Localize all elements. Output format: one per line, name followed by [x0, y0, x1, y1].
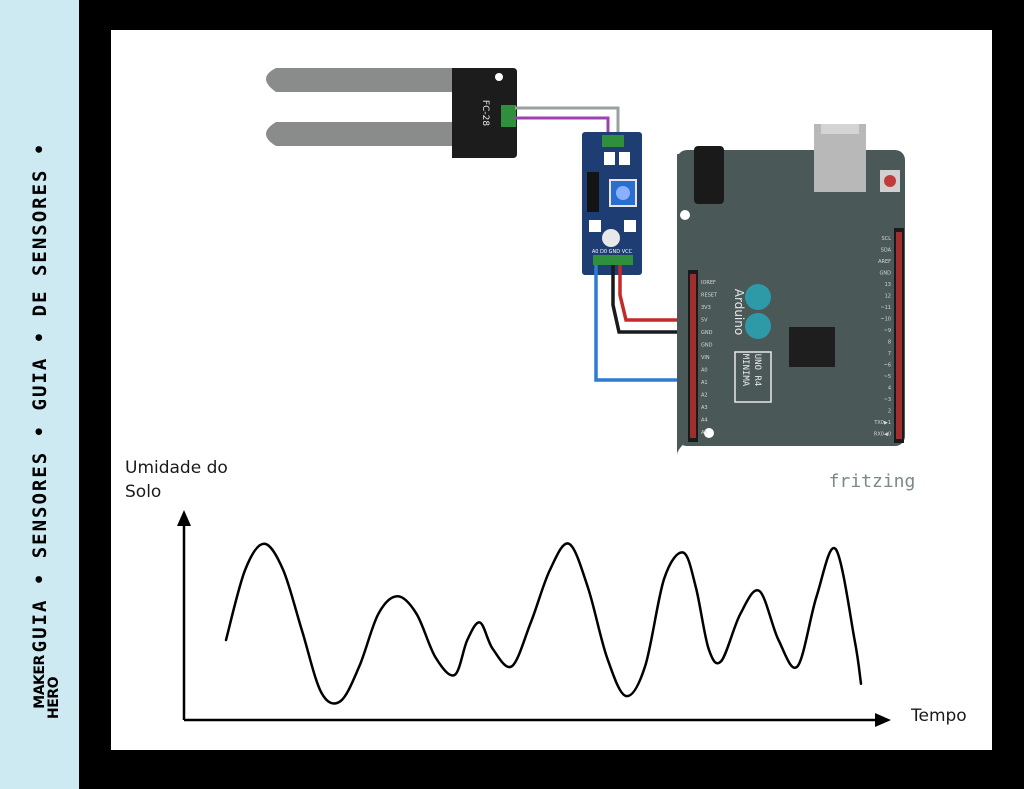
wire-black-gnd — [611, 265, 683, 334]
board-pin-label-right: ~3 — [884, 397, 891, 403]
left-header-pins — [690, 274, 696, 438]
probe-head — [452, 68, 517, 158]
board-pin-label-right: SCL — [882, 236, 892, 242]
board-pin-label-left: 5V — [701, 318, 708, 324]
mount-hole-2 — [704, 428, 714, 438]
probe-prong-top — [266, 68, 456, 92]
board-pin-label-right: 13 — [885, 282, 891, 288]
board-pin-label-right: ~5 — [884, 374, 891, 380]
moisture-series-line — [224, 542, 863, 705]
board-pin-label-left: GND — [701, 343, 713, 349]
board-brand: Arduino — [732, 289, 746, 335]
usb-connector — [814, 124, 866, 192]
board-pin-label-right: 4 — [888, 386, 891, 392]
module-pin-labels: A0 D0 GND VCC — [592, 249, 633, 255]
sidebar: GUIA • SENSORES • GUIA • DE SENSORES • M… — [0, 0, 79, 789]
module-led — [602, 229, 620, 247]
board-pin-label-right: GND — [880, 271, 892, 277]
arduino-logo-right — [745, 313, 771, 339]
module-top-connector — [602, 135, 624, 147]
probe-label: FC-28 — [480, 100, 490, 126]
board-pin-label-left: A5 — [701, 430, 708, 436]
logo-word-hero: HERO — [46, 677, 62, 719]
board-body — [677, 150, 905, 446]
board-pin-label-right: RX0◀0 — [874, 432, 891, 438]
board-pin-label-left: A0 — [701, 368, 708, 374]
board-pin-label-left: RESET — [701, 293, 718, 299]
wire-blue-a0 — [594, 265, 683, 382]
model-box — [734, 351, 772, 403]
board-model-1: UNO R4 — [752, 354, 762, 387]
mount-hole-1 — [680, 210, 690, 220]
probe-connector — [501, 105, 516, 127]
probe-prong-bottom — [266, 122, 456, 146]
board-pin-label-left: VIN — [701, 355, 710, 361]
board-pin-label-left: A1 — [701, 380, 708, 386]
wire-purple — [515, 116, 610, 138]
board-pin-label-right: SDA — [881, 248, 892, 254]
board-pin-label-right: ~6 — [884, 363, 891, 369]
potentiometer-knob — [616, 186, 630, 200]
moisture-chart: Umidade do Solo Tempo — [125, 458, 967, 727]
x-axis-label: Tempo — [910, 706, 967, 726]
sidebar-vertical-text: GUIA • SENSORES • GUIA • DE SENSORES • — [29, 141, 51, 653]
makerhero-logo: MAKER HERO — [26, 655, 62, 750]
microcontroller — [789, 327, 835, 367]
module-pin-header — [593, 255, 633, 265]
module-smd-4 — [624, 220, 636, 232]
fritzing-watermark: fritzing — [829, 471, 916, 492]
board-pin-label-right: ~11 — [880, 305, 891, 311]
board-pin-label-right: 8 — [888, 340, 891, 346]
board-pin-label-left: GND — [701, 330, 713, 336]
y-axis-label-line-1: Umidade do — [125, 458, 228, 478]
board-pin-label-right: 12 — [885, 294, 891, 300]
diagram-canvas: FC-28 A0 D0 GND VCC — [125, 68, 967, 727]
logo-word-maker: MAKER — [32, 655, 48, 709]
board-pin-label-left: IOREF — [701, 280, 716, 286]
probe-mount-hole — [495, 73, 503, 81]
module-smd-2 — [619, 152, 630, 165]
y-axis-label-line-2: Solo — [125, 482, 161, 502]
right-header-pins — [896, 232, 902, 439]
board-pin-label-left: 3V3 — [701, 305, 711, 311]
reset-button — [884, 175, 896, 187]
soil-probe: FC-28 — [266, 68, 517, 158]
board-pin-label-right: ~9 — [884, 328, 891, 334]
wire-gray — [515, 106, 620, 138]
board-pin-label-left: A2 — [701, 393, 708, 399]
board-model-2: MINIMA — [740, 354, 750, 387]
board-pin-label-right: 2 — [888, 409, 891, 415]
power-jack — [694, 146, 724, 204]
wire-red-vcc — [618, 265, 683, 322]
board-pin-label-right: AREF — [878, 259, 891, 265]
board-pin-label-right: ~10 — [880, 317, 891, 323]
module-smd-3 — [589, 220, 601, 232]
sensor-module: A0 D0 GND VCC — [582, 132, 642, 275]
module-ic — [587, 172, 599, 212]
board-pin-label-left: A3 — [701, 405, 708, 411]
board-pin-label-left: A4 — [701, 418, 708, 424]
module-smd-1 — [604, 152, 615, 165]
x-axis-arrow — [875, 713, 891, 727]
content-panel: FC-28 A0 D0 GND VCC — [111, 30, 992, 750]
arduino-logo-left — [745, 284, 771, 310]
y-axis-arrow — [177, 510, 191, 526]
board-pin-label-right: TX0▶1 — [873, 420, 891, 426]
board-pin-label-right: 7 — [888, 351, 891, 357]
arduino-board: UNO R4 MINIMA Arduino — [677, 124, 905, 455]
